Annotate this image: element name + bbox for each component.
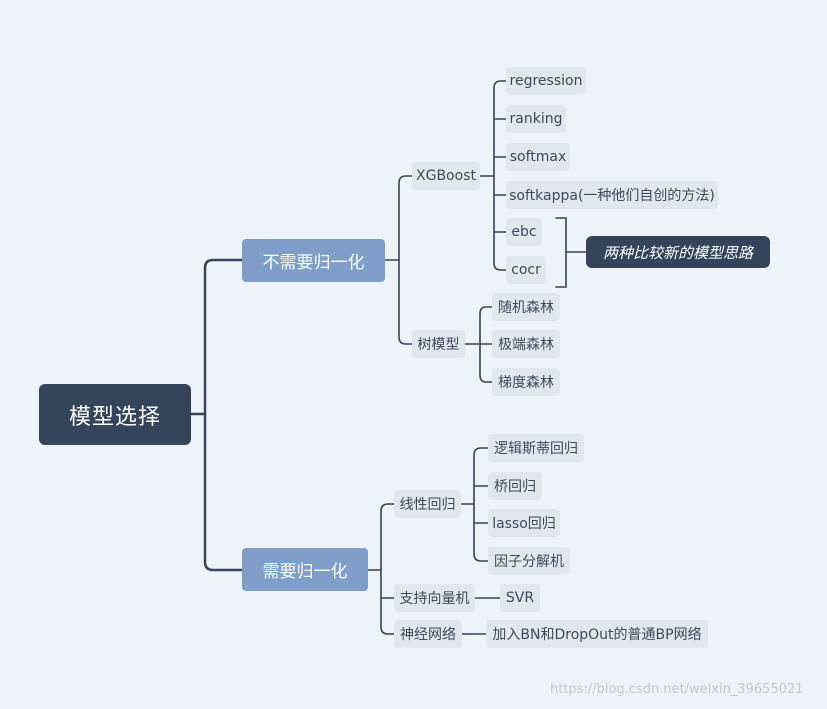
node-neural-network[interactable]: 神经网络 [394, 620, 462, 648]
link-xgboost-items [479, 80, 507, 271]
leaf-regression[interactable]: regression [506, 67, 586, 95]
leaf-label: SVR [505, 590, 535, 606]
node-label: 线性回归 [399, 497, 456, 513]
leaf-gradient-forest[interactable]: 梯度森林 [492, 368, 560, 396]
leaf-extra-forest[interactable]: 极端森林 [492, 330, 560, 358]
leaf-random-forest[interactable]: 随机森林 [492, 293, 560, 321]
leaf-label: 梯度森林 [498, 375, 554, 391]
leaf-label: regression [509, 73, 583, 89]
leaf-label: cocr [511, 262, 541, 278]
note-label: 两种比较新的模型思路 [602, 243, 753, 262]
leaf-factorization-machine[interactable]: 因子分解机 [488, 547, 570, 575]
leaf-label: 随机森林 [498, 300, 554, 316]
node-label: 树模型 [417, 337, 460, 353]
leaf-label: 加入BN和DropOut的普通BP网络 [492, 627, 702, 643]
leaf-softmax[interactable]: softmax [506, 143, 570, 171]
leaf-logistic-regression[interactable]: 逻辑斯蒂回归 [488, 434, 584, 462]
node-linear-regression[interactable]: 线性回归 [394, 490, 461, 518]
root-node[interactable]: 模型选择 [39, 384, 191, 445]
leaf-label: ranking [509, 111, 563, 127]
branch-label: 需要归一化 [262, 562, 348, 582]
leaf-lasso-regression[interactable]: lasso回归 [488, 509, 560, 537]
link-root-branches [189, 258, 244, 572]
link-tree-items [464, 306, 493, 383]
leaf-ebc[interactable]: ebc [506, 218, 542, 246]
leaf-label: softmax [509, 149, 567, 165]
root-label: 模型选择 [68, 404, 161, 430]
leaf-label: lasso回归 [492, 516, 556, 532]
leaf-label: 极端森林 [498, 337, 554, 353]
node-label: 支持向量机 [399, 591, 470, 607]
node-label: XGBoost [416, 168, 476, 184]
leaf-label: 逻辑斯蒂回归 [494, 441, 578, 457]
link-nonorm-children [384, 175, 413, 345]
link-norm-children [367, 503, 395, 635]
leaf-ridge-regression[interactable]: 桥回归 [488, 472, 542, 500]
node-svm[interactable]: 支持向量机 [394, 584, 475, 612]
leaf-softkappa[interactable]: softkappa(一种他们自创的方法) [506, 181, 718, 209]
node-tree-model[interactable]: 树模型 [412, 330, 465, 358]
link-linear-items [460, 447, 489, 562]
bracket-ebc-cocr [555, 217, 587, 288]
node-xgboost[interactable]: XGBoost [412, 162, 480, 190]
note-new-ideas[interactable]: 两种比较新的模型思路 [586, 236, 770, 268]
branch-normalization[interactable]: 需要归一化 [242, 548, 368, 591]
branch-label: 不需要归一化 [262, 253, 365, 273]
node-label: 神经网络 [400, 627, 456, 643]
leaf-cocr[interactable]: cocr [506, 256, 546, 284]
branch-no-normalization[interactable]: 不需要归一化 [242, 239, 385, 282]
leaf-svr[interactable]: SVR [500, 584, 540, 612]
leaf-bp-network[interactable]: 加入BN和DropOut的普通BP网络 [486, 620, 708, 648]
leaf-label: 桥回归 [494, 479, 536, 495]
watermark-text: https://blog.csdn.net/weixin_39655021 [550, 682, 804, 697]
leaf-label: softkappa(一种他们自创的方法) [509, 188, 715, 204]
leaf-label: 因子分解机 [494, 554, 564, 570]
leaf-ranking[interactable]: ranking [506, 105, 566, 133]
leaf-label: ebc [511, 224, 537, 240]
